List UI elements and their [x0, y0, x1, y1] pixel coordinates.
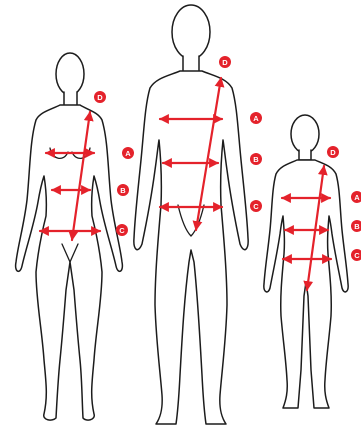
- svg-text:D: D: [330, 148, 336, 157]
- man-figure: A B C D: [134, 5, 262, 424]
- svg-text:D: D: [97, 93, 103, 102]
- man-silhouette: [134, 5, 248, 424]
- child-silhouette: [264, 115, 348, 408]
- svg-text:B: B: [253, 155, 259, 164]
- woman-badge-hip: C: [116, 224, 128, 236]
- man-badge-waist: B: [250, 153, 262, 165]
- svg-text:B: B: [120, 186, 126, 195]
- svg-text:C: C: [354, 251, 360, 260]
- svg-text:A: A: [253, 114, 259, 123]
- svg-text:C: C: [253, 202, 259, 211]
- svg-text:C: C: [119, 226, 125, 235]
- svg-text:A: A: [354, 193, 360, 202]
- child-figure: A B C D: [264, 115, 361, 408]
- man-badge-length: D: [219, 56, 231, 68]
- child-badge-waist: B: [351, 220, 361, 232]
- child-badge-length: D: [327, 146, 339, 158]
- woman-badge-length: D: [94, 91, 106, 103]
- svg-text:D: D: [222, 58, 228, 67]
- woman-badge-waist: B: [117, 184, 129, 196]
- child-badge-hip: C: [351, 249, 361, 261]
- man-badge-chest: A: [250, 112, 262, 124]
- woman-silhouette: [16, 53, 123, 420]
- woman-figure: A B C D: [16, 53, 134, 420]
- svg-text:A: A: [125, 149, 131, 158]
- svg-text:B: B: [354, 222, 360, 231]
- man-badge-hip: C: [250, 200, 262, 212]
- child-badge-chest: A: [351, 191, 361, 203]
- woman-badge-chest: A: [122, 147, 134, 159]
